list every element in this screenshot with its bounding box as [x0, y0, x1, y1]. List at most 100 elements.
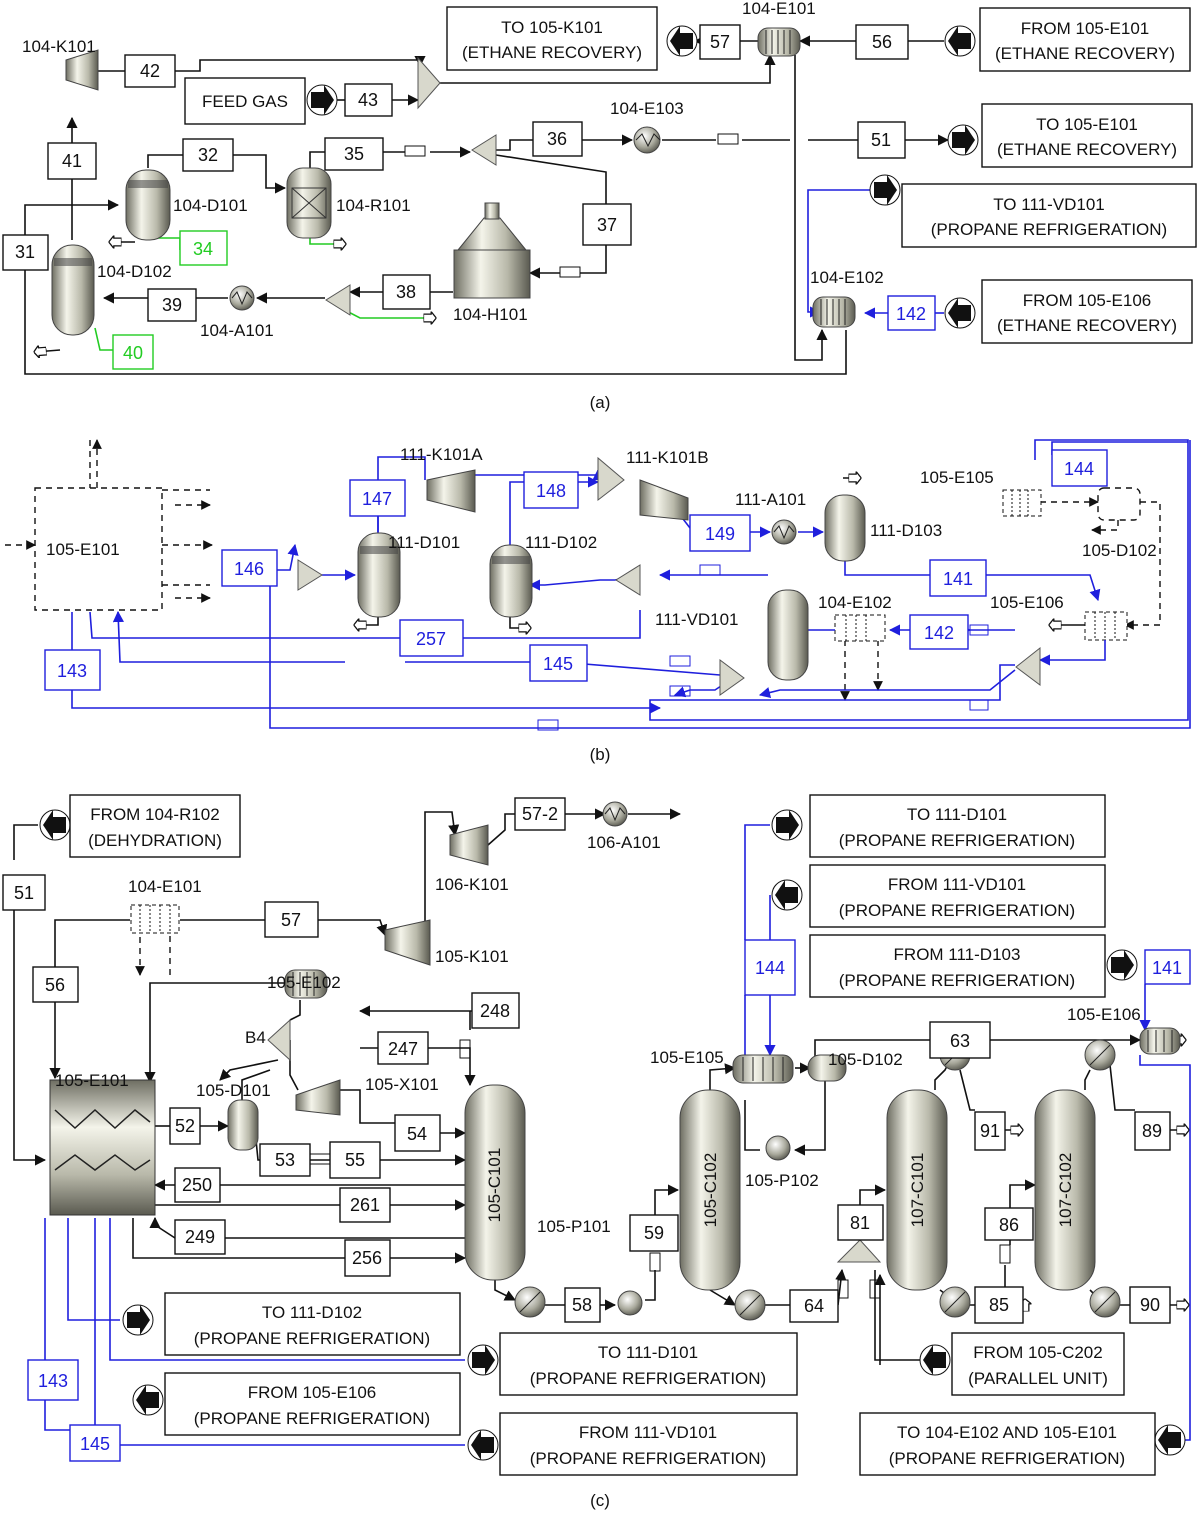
stream-box: 147 148 149 146 144 141 142 257 145 143	[44, 449, 1108, 691]
svg-text:105-D102: 105-D102	[828, 1050, 903, 1069]
svg-text:(ETHANE RECOVERY): (ETHANE RECOVERY)	[462, 43, 642, 62]
svg-text:(PROPANE REFRIGERATION): (PROPANE REFRIGERATION)	[839, 971, 1075, 990]
svg-text:38: 38	[396, 282, 416, 302]
svg-text:250: 250	[182, 1175, 212, 1195]
svg-text:39: 39	[162, 295, 182, 315]
compressor-icon	[65, 49, 99, 91]
svg-text:(PARALLEL UNIT): (PARALLEL UNIT)	[968, 1369, 1108, 1388]
equipment-label: 105-E101 111-K101A 111-K101B 111-A101 11…	[46, 445, 1157, 629]
svg-text:TO 111-D102: TO 111-D102	[262, 1303, 362, 1322]
svg-text:FROM 111-D103: FROM 111-D103	[894, 945, 1021, 964]
port-arrow-icon	[306, 25, 979, 329]
svg-text:106-A101: 106-A101	[587, 833, 661, 852]
svg-text:105-E101: 105-E101	[55, 1071, 129, 1090]
equipment-label: 104-E101 106-A101 106-K101 105-K101 105-…	[55, 833, 1141, 1236]
svg-text:144: 144	[1064, 459, 1094, 479]
svg-text:104-E103: 104-E103	[610, 99, 684, 118]
reactor-icon	[286, 167, 332, 239]
svg-text:57: 57	[710, 32, 730, 52]
svg-text:249: 249	[185, 1227, 215, 1247]
valve-icon	[537, 564, 989, 731]
svg-text:42: 42	[140, 61, 160, 81]
svg-text:89: 89	[1142, 1121, 1162, 1141]
external-box: FEED GAS TO 105-K101 (ETHANE RECOVERY) F…	[184, 6, 1197, 344]
svg-text:(ETHANE RECOVERY): (ETHANE RECOVERY)	[995, 44, 1175, 63]
svg-text:105-P102: 105-P102	[745, 1171, 819, 1190]
column-icon	[357, 494, 866, 681]
svg-text:106-K101: 106-K101	[435, 875, 509, 894]
svg-text:104-K101: 104-K101	[22, 37, 96, 56]
svg-text:56: 56	[872, 32, 892, 52]
svg-text:TO 111-VD101: TO 111-VD101	[993, 195, 1105, 214]
heater-icon	[453, 202, 531, 299]
svg-text:104-E101: 104-E101	[128, 877, 202, 896]
equipment-label: 104-K101 104-D101 104-R101 104-D102 104-…	[22, 0, 884, 340]
column-icon	[51, 169, 171, 336]
exchanger-icon	[834, 489, 1128, 642]
svg-text:111-A101: 111-A101	[735, 490, 806, 509]
svg-text:104-D102: 104-D102	[97, 262, 172, 281]
svg-text:36: 36	[547, 129, 567, 149]
svg-text:35: 35	[344, 144, 364, 164]
svg-text:31: 31	[15, 242, 35, 262]
mixer-icon	[297, 456, 1041, 696]
svg-text:104-R101: 104-R101	[336, 196, 411, 215]
svg-text:111-VD101: 111-VD101	[655, 610, 738, 629]
svg-text:105-P101: 105-P101	[537, 1217, 611, 1236]
svg-text:91: 91	[980, 1121, 1000, 1141]
svg-text:107-C101: 107-C101	[908, 1153, 927, 1228]
panel-c: 51 56 57 57-2 248 247 52 53 54 55 250 26…	[2, 794, 1191, 1510]
svg-text:142: 142	[924, 623, 954, 643]
svg-text:104-E102: 104-E102	[818, 593, 892, 612]
exchanger-icon	[130, 904, 1181, 1084]
svg-text:143: 143	[38, 1371, 68, 1391]
svg-text:59: 59	[644, 1223, 664, 1243]
svg-text:57: 57	[281, 910, 301, 930]
svg-text:141: 141	[1152, 958, 1182, 978]
svg-text:51: 51	[871, 130, 891, 150]
svg-text:FROM 104-R102: FROM 104-R102	[90, 805, 219, 824]
svg-text:64: 64	[804, 1296, 824, 1316]
svg-text:111-K101A: 111-K101A	[400, 445, 483, 464]
cooler-icon	[602, 801, 628, 827]
svg-text:(PROPANE REFRIGERATION): (PROPANE REFRIGERATION)	[889, 1449, 1125, 1468]
svg-text:FEED GAS: FEED GAS	[202, 92, 288, 111]
svg-text:43: 43	[358, 90, 378, 110]
svg-text:143: 143	[57, 661, 87, 681]
external-box: FROM 104-R102 (DEHYDRATION) TO 111-D101 …	[69, 794, 1156, 1476]
pump-icon	[617, 1135, 791, 1316]
svg-text:(PROPANE REFRIGERATION): (PROPANE REFRIGERATION)	[839, 831, 1075, 850]
svg-text:FROM 105-C202: FROM 105-C202	[973, 1343, 1102, 1362]
svg-text:144: 144	[755, 958, 785, 978]
svg-text:56: 56	[45, 975, 65, 995]
svg-text:107-C102: 107-C102	[1056, 1153, 1075, 1228]
svg-text:104-H101: 104-H101	[453, 305, 528, 324]
svg-text:(ETHANE RECOVERY): (ETHANE RECOVERY)	[997, 316, 1177, 335]
panel-caption: (b)	[590, 745, 611, 764]
splitter-icon	[325, 134, 497, 316]
svg-text:105-E106: 105-E106	[990, 593, 1064, 612]
svg-text:FROM 105-E106: FROM 105-E106	[1023, 291, 1152, 310]
svg-text:FROM 105-E101: FROM 105-E101	[1021, 19, 1150, 38]
svg-text:TO 111-D101: TO 111-D101	[907, 805, 1007, 824]
svg-text:FROM 111-VD101: FROM 111-VD101	[888, 875, 1026, 894]
svg-text:111-K101B: 111-K101B	[626, 448, 709, 467]
svg-text:(ETHANE RECOVERY): (ETHANE RECOVERY)	[997, 140, 1177, 159]
svg-text:257: 257	[416, 629, 446, 649]
svg-text:111-D103: 111-D103	[870, 521, 942, 540]
svg-text:146: 146	[234, 559, 264, 579]
panel-b: 147 148 149 146 144 141 142 257 145 143 …	[5, 439, 1191, 764]
svg-text:148: 148	[536, 481, 566, 501]
valve-icon	[404, 133, 739, 278]
svg-text:261: 261	[350, 1195, 380, 1215]
svg-text:53: 53	[275, 1150, 295, 1170]
svg-text:TO 105-E101: TO 105-E101	[1036, 115, 1138, 134]
svg-text:32: 32	[198, 145, 218, 165]
panel-caption: (a)	[590, 393, 611, 412]
svg-text:248: 248	[480, 1001, 510, 1021]
svg-text:57-2: 57-2	[522, 804, 558, 824]
svg-text:86: 86	[999, 1215, 1019, 1235]
svg-text:(DEHYDRATION): (DEHYDRATION)	[88, 831, 222, 850]
svg-text:104-A101: 104-A101	[200, 321, 274, 340]
